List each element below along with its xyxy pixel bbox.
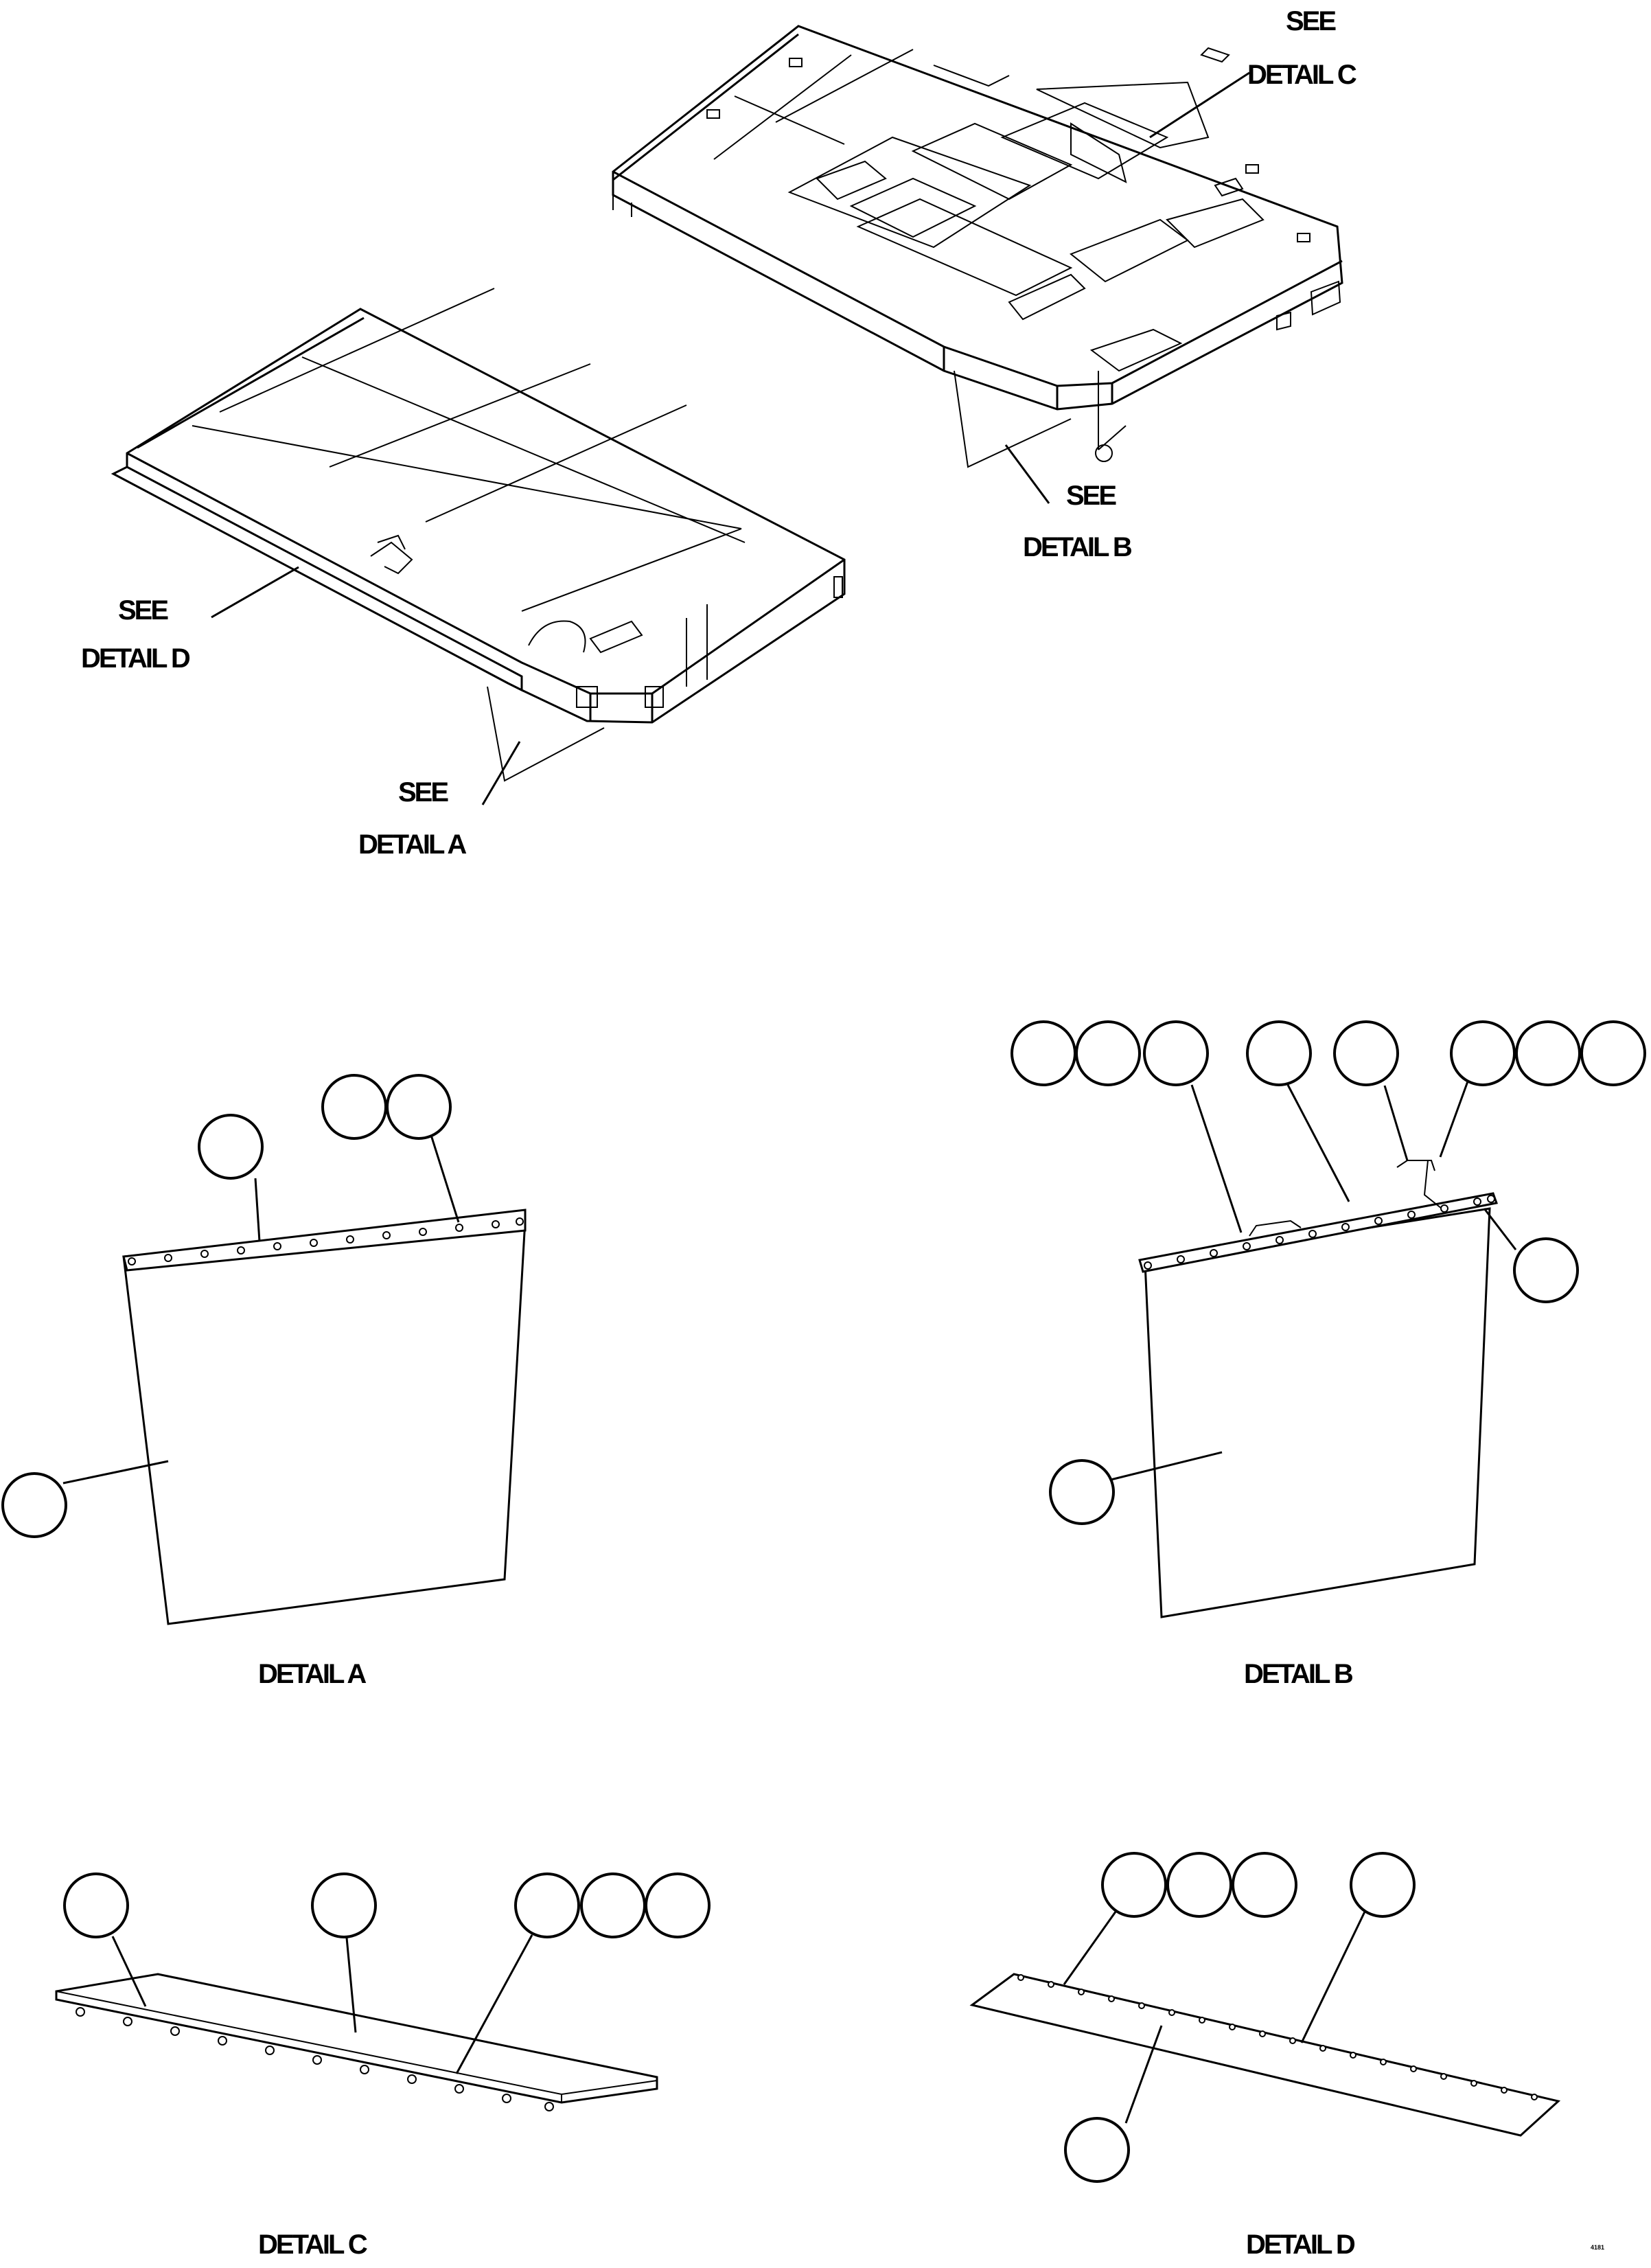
item-bubble-a2	[321, 1074, 387, 1140]
upper-assembly	[612, 25, 1343, 504]
caption-detail-d: DETAIL D	[1246, 2230, 1355, 2260]
detail-c: DETAIL C	[55, 1872, 711, 2260]
item-bubble-b5	[1333, 1020, 1399, 1086]
item-bubble-b1	[1011, 1020, 1076, 1086]
item-bubble-c1	[63, 1872, 129, 1938]
item-bubble-b9	[1513, 1237, 1579, 1303]
item-bubble-a3	[386, 1074, 452, 1140]
callout-see-d: SEE	[118, 595, 168, 626]
item-bubble-a1	[198, 1114, 264, 1180]
caption-detail-a: DETAIL A	[258, 1659, 366, 1689]
item-bubble-b6	[1450, 1020, 1516, 1086]
callout-see-c: SEE	[1286, 6, 1336, 36]
item-bubble-b7	[1515, 1020, 1581, 1086]
figure-code: 4181	[1591, 2244, 1604, 2251]
item-bubble-a4	[1, 1472, 67, 1538]
item-bubble-c4	[580, 1872, 646, 1938]
caption-detail-b: DETAIL B	[1244, 1659, 1353, 1689]
caption-detail-c: DETAIL C	[258, 2230, 367, 2260]
item-bubble-b8	[1580, 1020, 1646, 1086]
callout-detail-d: DETAIL D	[81, 643, 190, 674]
item-bubble-b4	[1246, 1020, 1312, 1086]
item-bubble-d4	[1350, 1852, 1416, 1918]
callout-detail-c: DETAIL C	[1247, 60, 1356, 90]
item-bubble-d3	[1232, 1852, 1297, 1918]
item-bubble-b2	[1075, 1020, 1141, 1086]
item-bubble-b10	[1049, 1459, 1115, 1525]
detail-d: DETAIL D 4181	[969, 1852, 1604, 2260]
item-bubble-c2	[311, 1872, 377, 1938]
detail-b: DETAIL B	[1011, 1020, 1646, 1689]
callout-detail-b: DETAIL B	[1023, 532, 1132, 562]
item-bubble-b3	[1143, 1020, 1209, 1086]
item-bubble-c5	[645, 1872, 711, 1938]
callout-detail-a: DETAIL A	[358, 829, 466, 860]
lower-assembly	[111, 288, 846, 805]
item-bubble-c3	[514, 1872, 580, 1938]
detail-a: DETAIL A	[1, 1074, 527, 1689]
item-bubble-d1	[1101, 1852, 1167, 1918]
callout-see-a: SEE	[398, 777, 448, 807]
item-bubble-d5	[1064, 2117, 1130, 2183]
item-bubble-d2	[1166, 1852, 1232, 1918]
callout-see-b: SEE	[1066, 481, 1116, 511]
callout-labels: SEE DETAIL C SEE DETAIL B SEE DETAIL D S…	[81, 6, 1359, 860]
